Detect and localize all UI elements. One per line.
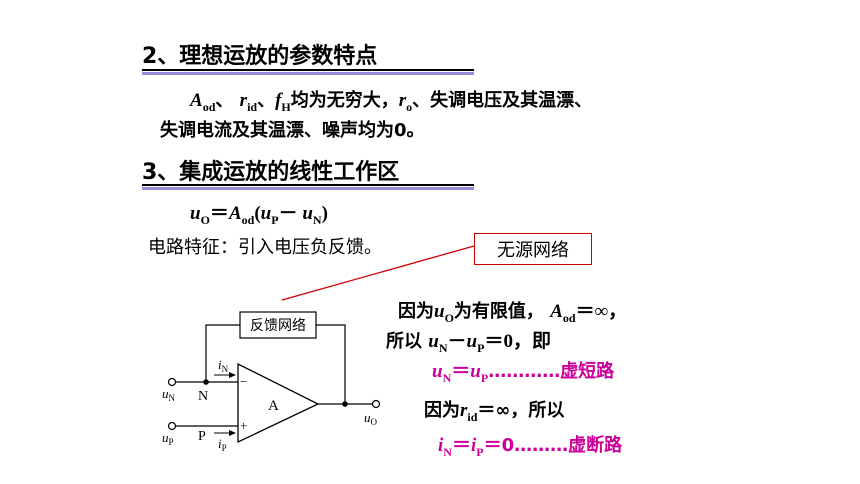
formula-aod: Aod — [228, 203, 255, 227]
formula-un: uN — [302, 203, 322, 227]
sep: 、 — [257, 90, 276, 111]
text: － — [447, 331, 467, 352]
section3-underline — [142, 184, 474, 190]
infinite-text: 均为无穷大， — [290, 90, 399, 111]
text: ＝ — [451, 435, 471, 456]
plus-input-sign: + — [240, 418, 247, 433]
text: ＝0………虚断路 — [483, 435, 623, 456]
formula-uo: uO — [190, 203, 210, 227]
rid-symbol: rid — [460, 400, 478, 424]
current-p-arrowhead — [229, 430, 236, 436]
un-symbol: uN — [432, 361, 452, 385]
aod-symbol: Aod — [550, 301, 576, 325]
feedback-network-box — [239, 311, 317, 339]
input-n-terminal — [167, 377, 177, 387]
current-n-arrowhead — [229, 372, 236, 378]
node-n-label: N — [198, 389, 208, 404]
a-od-symbol: Aod — [190, 90, 216, 114]
up-symbol: uP — [470, 361, 489, 385]
text: ＝∞， — [575, 301, 628, 322]
sep: 、 — [215, 90, 234, 111]
linear-formula: uO＝Aod(uP－ uN) — [190, 198, 328, 228]
f-h-symbol: fH — [275, 90, 291, 114]
r-o-symbol: ro — [398, 90, 413, 114]
opamp-triangle — [237, 362, 320, 444]
input-p-terminal — [167, 421, 177, 431]
section2-underline — [142, 69, 474, 75]
text: 因为 — [398, 301, 434, 322]
minus-input-sign: − — [240, 374, 247, 389]
param-line-2: 失调电流及其温漂、噪声均为0。 — [160, 120, 425, 141]
formula-paren: ) — [321, 203, 328, 224]
in-symbol: iN — [438, 435, 452, 459]
section2-heading: 2、理想运放的参数特点 — [142, 44, 378, 69]
current-p-label: iP — [218, 436, 227, 453]
input-n-label: uN — [162, 386, 176, 403]
text: ＝0，即 — [484, 331, 551, 352]
passive-network-callout: 无源网络 — [474, 233, 592, 265]
opamp-label: A — [268, 398, 279, 414]
un-symbol: uN — [428, 331, 448, 355]
explain-line-1: 因为uO为有限值， Aod＝∞， — [398, 296, 627, 326]
uo-symbol: uO — [434, 301, 454, 325]
current-n-label: iN — [218, 357, 229, 374]
text: 所以 — [386, 331, 429, 352]
output-terminal — [371, 399, 381, 409]
r-id-symbol: rid — [239, 90, 258, 114]
formula-paren: ( — [254, 203, 261, 224]
formula-minus: － — [278, 203, 303, 224]
text: ＝ — [451, 361, 471, 382]
text: ＝∞，所以 — [477, 400, 565, 421]
text: 因为 — [424, 400, 460, 421]
input-p-label: uP — [162, 430, 174, 447]
output-label: uO — [364, 410, 378, 427]
up-symbol: uP — [466, 331, 485, 355]
virtual-open-line: iN＝iP＝0………虚断路 — [438, 430, 622, 460]
feedback-wire-left — [205, 324, 240, 382]
text: …………虚短路 — [488, 361, 615, 382]
ip-symbol: iP — [470, 435, 484, 459]
explain-line-2: 所以 uN－uP＝0，即 — [386, 326, 551, 356]
feedback-network-label: 反馈网络 — [250, 318, 306, 334]
explain-line-4: 因为rid＝∞，所以 — [424, 396, 564, 425]
circuit-feature: 电路特征：引入电压负反馈。 — [148, 237, 382, 258]
section3-heading: 3、集成运放的线性工作区 — [142, 160, 400, 185]
callout-leader-line — [281, 245, 475, 301]
offset-text: 、失调电压及其温漂、 — [412, 90, 593, 111]
output-node-dot — [342, 401, 348, 407]
feedback-wire-right — [316, 324, 346, 404]
formula-up: uP — [260, 203, 279, 227]
formula-eq: ＝ — [209, 203, 229, 224]
node-n-dot — [203, 379, 209, 385]
text: 为有限值， — [453, 301, 544, 322]
node-p-label: P — [198, 429, 206, 444]
param-line-1: Aod、 rid、fH均为无穷大，ro、失调电压及其温漂、 — [190, 86, 592, 115]
virtual-short-line: uN＝uP…………虚短路 — [432, 356, 614, 386]
